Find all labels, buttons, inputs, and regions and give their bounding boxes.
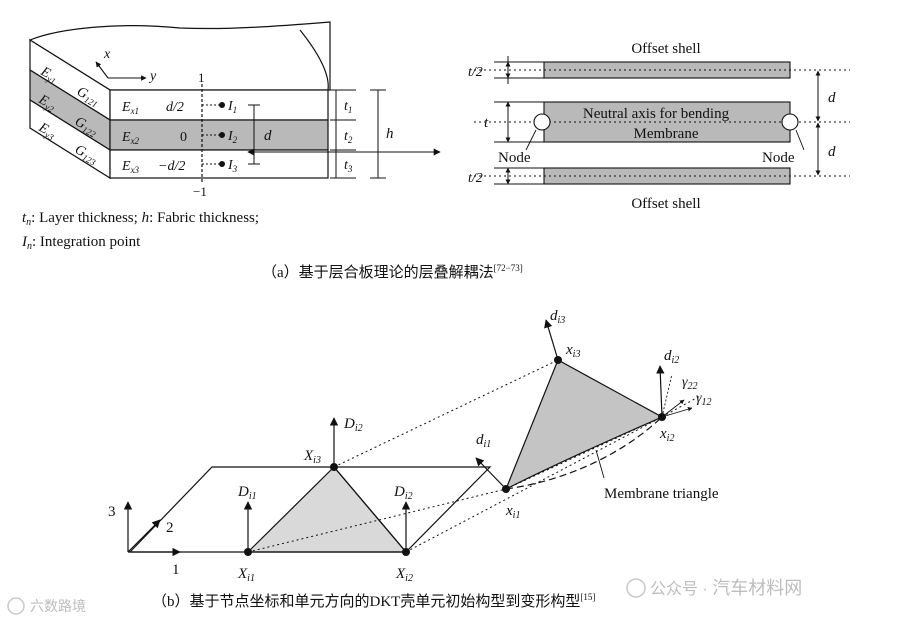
node-right-label: Node xyxy=(762,150,795,166)
gamma22-label: γ22 xyxy=(682,375,698,392)
node-right-marker xyxy=(781,113,799,131)
membrane-triangle-edge xyxy=(505,416,663,490)
deformed-element xyxy=(475,319,693,491)
xi2-label: xi2 xyxy=(659,426,674,444)
d-upper-label: d xyxy=(828,90,836,106)
t2-label: t2 xyxy=(344,129,353,145)
di1-label: di1 xyxy=(476,432,491,450)
node-left-marker xyxy=(533,113,551,131)
integration-points xyxy=(202,102,225,167)
Di1-label: Di1 xyxy=(237,484,257,502)
initial-nodes xyxy=(244,463,410,556)
legend-line-2: In: Integration point xyxy=(21,234,141,252)
svg-text:六数路境: 六数路境 xyxy=(30,598,86,614)
axis-y-label: y xyxy=(148,69,157,84)
initial-directors xyxy=(243,417,411,552)
xi3-label: xi3 xyxy=(565,342,580,360)
initial-triangle xyxy=(246,466,408,553)
caption-b: （b）基于节点坐标和单元方向的DKT壳单元初始构型到变形构型[15] xyxy=(152,592,595,610)
ip2-label: I2 xyxy=(227,129,238,145)
d-lower-label: d xyxy=(828,144,836,160)
Xi1-label: Xi1 xyxy=(237,566,255,584)
coord-1: d/2 xyxy=(166,100,184,115)
top-mark: 1 xyxy=(198,70,205,85)
mesh-outline xyxy=(129,466,492,553)
Di2-mid-label: Di2 xyxy=(393,484,413,502)
t3-label: t3 xyxy=(344,158,353,174)
gamma12-label: γ12 xyxy=(696,391,712,408)
node-left-label: Node xyxy=(498,150,531,166)
offset-shell-bottom-label: Offset shell xyxy=(631,196,700,212)
membrane-label: Membrane xyxy=(634,126,699,142)
svg-text:公众号 · 汽车材料网: 公众号 · 汽车材料网 xyxy=(650,578,802,598)
h-dimension xyxy=(370,89,386,179)
Xi3-label: Xi3 xyxy=(303,448,321,466)
membrane-triangle-label: Membrane triangle xyxy=(604,486,719,502)
axis-1-label: 1 xyxy=(172,562,180,578)
deformed-triangle xyxy=(504,359,664,491)
xi1-label: xi1 xyxy=(505,503,520,521)
ip3-label: I3 xyxy=(227,158,238,174)
local-axes xyxy=(95,61,147,81)
laminate-top-face xyxy=(28,21,331,91)
Di2-top-label: Di2 xyxy=(343,416,363,434)
watermark-logo-icon xyxy=(7,597,25,615)
laminate-right-edge xyxy=(299,29,329,91)
offset-shell-panel xyxy=(474,61,850,185)
neutral-axis-label: Neutral axis for bending xyxy=(583,106,730,122)
t-half-top-label: t/2 xyxy=(468,65,483,80)
ex2-label: Ex2 xyxy=(121,130,140,146)
axis-3-label: 3 xyxy=(108,504,116,520)
watermark-right: 公众号 · 汽车材料网 xyxy=(626,578,802,598)
ex3-label: Ex3 xyxy=(121,159,140,175)
di3-label: di3 xyxy=(550,308,565,326)
coord-3: −d/2 xyxy=(158,159,185,174)
initial-mesh xyxy=(129,466,492,553)
d-label-a: d xyxy=(264,128,272,144)
t-label: t xyxy=(484,115,489,131)
axis-x-label: x xyxy=(103,47,111,62)
watermark-left: 六数路境 xyxy=(7,597,86,615)
offset-shell-top-label: Offset shell xyxy=(631,41,700,57)
Xi2-label: Xi2 xyxy=(395,566,413,584)
mapping-lines xyxy=(247,359,701,553)
bottom-mark: −1 xyxy=(193,184,207,199)
legend-line-1: tn: Layer thickness; h: Fabric thickness… xyxy=(22,210,259,228)
ip1-label: I1 xyxy=(227,99,237,115)
coord-2: 0 xyxy=(180,130,187,145)
di2-label: di2 xyxy=(664,348,679,366)
t-half-bottom-label: t/2 xyxy=(468,171,483,186)
h-label: h xyxy=(386,126,394,142)
caption-a: （a）基于层合板理论的层叠解耦法[72−73] xyxy=(262,263,523,281)
ex1-label: Ex1 xyxy=(121,100,139,116)
wechat-icon xyxy=(626,578,646,598)
t1-label: t1 xyxy=(344,99,352,115)
deformed-nodes xyxy=(502,356,666,493)
axis-2-label: 2 xyxy=(166,520,174,536)
